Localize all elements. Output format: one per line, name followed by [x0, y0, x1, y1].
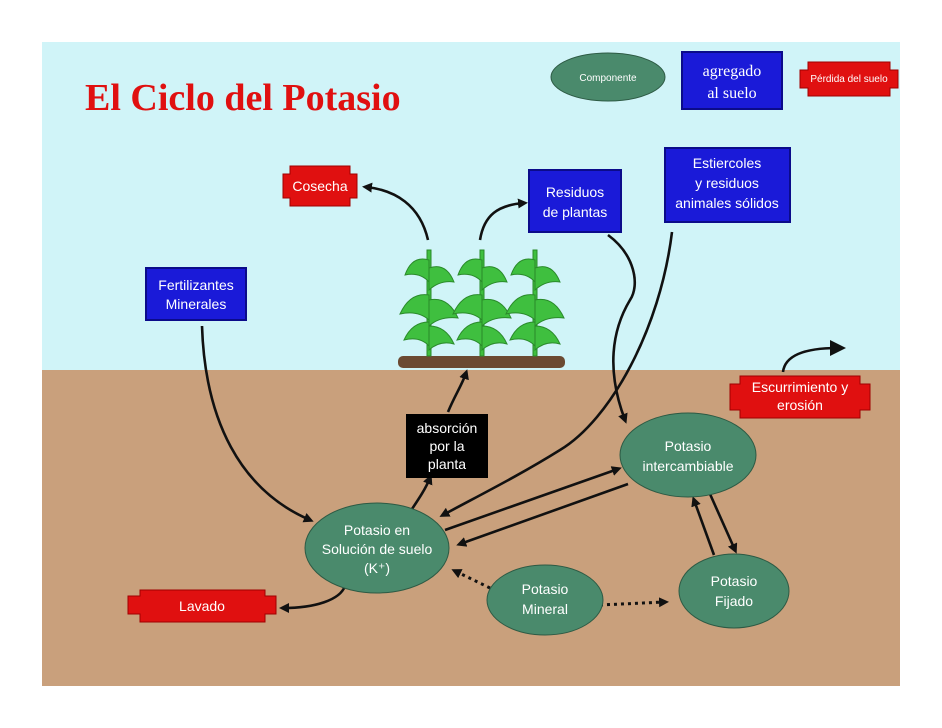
- solution-label-2: Solución de suelo: [322, 541, 433, 557]
- node-solution: Potasio en Solución de suelo (K⁺): [304, 502, 450, 594]
- arrow-exchangeable-to-solution: [456, 482, 629, 547]
- legend-added-label-1: agregado: [703, 63, 762, 80]
- legend-loss-box: [799, 61, 899, 97]
- plants: [398, 249, 565, 368]
- manure-label-2: y residuos: [695, 175, 759, 191]
- legend-added-label-2: al suelo: [707, 85, 756, 102]
- arrow-plants-to-harvest: [362, 182, 430, 241]
- arrow-plants-to-residues: [478, 198, 528, 241]
- fertilizers-label-2: Minerales: [166, 296, 227, 312]
- node-mineral: Potasio Mineral: [486, 564, 604, 636]
- arrow-fertilizers-to-solution: [200, 325, 314, 523]
- fertilizers-label-1: Fertilizantes: [158, 277, 233, 293]
- node-fertilizers: Fertilizantes Minerales: [145, 267, 247, 321]
- arrow-runoff-outgoing: [781, 340, 846, 373]
- page-title: El Ciclo del Potasio: [85, 77, 401, 119]
- manure-label-1: Estiercoles: [693, 155, 761, 171]
- node-exchangeable: Potasio intercambiable: [619, 412, 757, 498]
- uptake-label-3: planta: [428, 456, 466, 472]
- arrow-manure-to-solution: [439, 231, 674, 517]
- node-runoff: Escurrimiento y erosión: [729, 375, 871, 419]
- plant-icon: [399, 249, 459, 357]
- arrow-fixed-to-exchangeable: [691, 496, 716, 556]
- legend-loss-label: Pérdida del suelo: [810, 74, 888, 85]
- plant-icon: [505, 249, 565, 357]
- node-plant-residues: Residuos de plantas: [528, 169, 622, 233]
- legend: Componente agregado al suelo Pérdida del…: [550, 51, 899, 110]
- legend-added-box: [681, 51, 783, 110]
- uptake-label-2: por la: [429, 438, 464, 454]
- exchangeable-label-1: Potasio: [665, 438, 712, 454]
- runoff-label-1: Escurrimiento y: [752, 379, 848, 395]
- runoff-label-2: erosión: [777, 397, 823, 413]
- exchangeable-label-2: intercambiable: [642, 458, 733, 474]
- arrow-solution-to-exchangeable: [444, 466, 622, 532]
- legend-component-label: Componente: [579, 73, 637, 84]
- legend-component-ellipse: [550, 52, 666, 102]
- flow-arrows: [200, 182, 846, 613]
- arrow-exchangeable-to-fixed: [708, 493, 738, 554]
- solution-label-1: Potasio en: [344, 522, 410, 538]
- arrow-uptake-to-plants: [446, 369, 469, 413]
- node-manure: Estiercoles y residuos animales sólidos: [664, 147, 791, 223]
- fixed-label-1: Potasio: [711, 573, 758, 589]
- solution-label-3: (K⁺): [364, 560, 390, 576]
- arrow-residues-to-exchangeable: [607, 233, 637, 424]
- mineral-label-1: Potasio: [522, 581, 569, 597]
- fixed-label-2: Fijado: [715, 593, 753, 609]
- node-uptake: absorción por la planta: [406, 414, 488, 478]
- harvest-label: Cosecha: [292, 178, 347, 194]
- mineral-label-2: Mineral: [522, 601, 568, 617]
- leaching-label: Lavado: [179, 598, 225, 614]
- plant-icon: [452, 249, 512, 357]
- plant-bed: [398, 356, 565, 368]
- node-harvest: Cosecha: [282, 165, 358, 207]
- plant-residues-label-1: Residuos: [546, 184, 604, 200]
- node-fixed: Potasio Fijado: [678, 553, 790, 629]
- uptake-label-1: absorción: [417, 420, 478, 436]
- node-leaching: Lavado: [127, 589, 277, 623]
- arrow-solution-to-leaching: [279, 585, 347, 613]
- plant-residues-label-2: de plantas: [543, 204, 608, 220]
- manure-label-3: animales sólidos: [675, 195, 779, 211]
